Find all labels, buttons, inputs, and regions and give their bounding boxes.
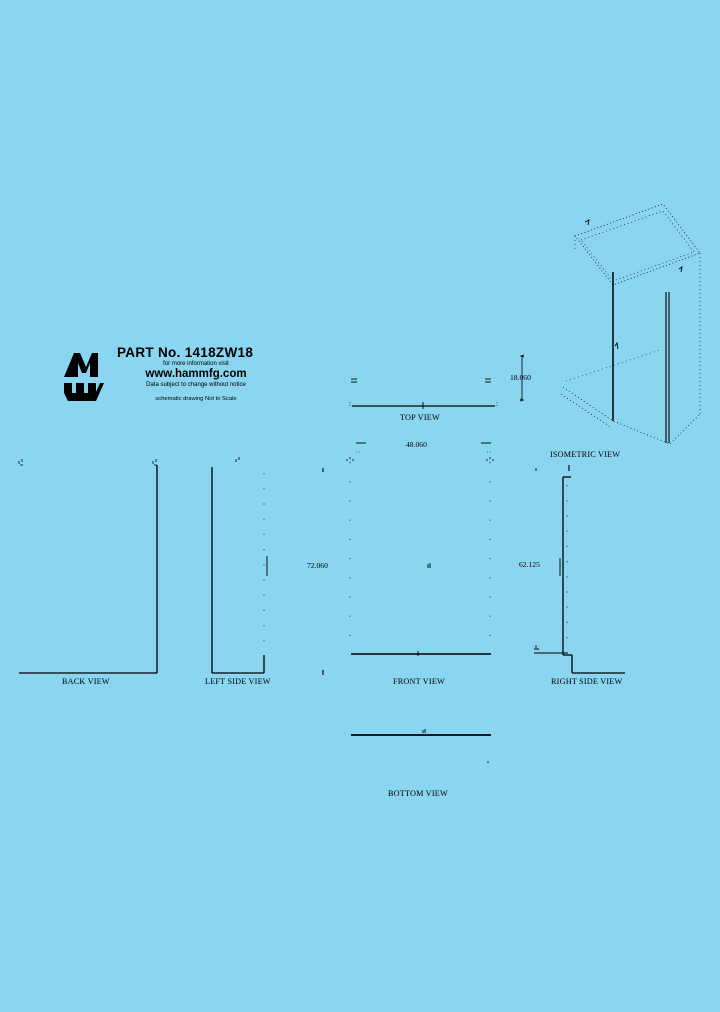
dimension-inner-height-62-125: 62.125 bbox=[519, 560, 540, 569]
hammond-mw-logo-icon bbox=[64, 353, 104, 401]
view-label-right-side: RIGHT SIDE VIEW bbox=[551, 677, 623, 686]
view-label-top: TOP VIEW bbox=[400, 413, 440, 422]
view-label-left-side: LEFT SIDE VIEW bbox=[205, 677, 271, 686]
right-side-view-geometry bbox=[534, 465, 625, 674]
back-view-geometry bbox=[18, 459, 158, 674]
view-label-isometric: ISOMETRIC VIEW bbox=[550, 450, 621, 459]
title-text-group: PART No. 1418ZW18 for more information v… bbox=[117, 345, 267, 404]
isometric-view-geometry bbox=[560, 203, 701, 445]
scale-note: schematic drawing Not to Scale bbox=[155, 396, 237, 402]
left-side-view-geometry bbox=[211, 457, 324, 675]
view-label-back: BACK VIEW bbox=[62, 677, 110, 686]
dimension-48-060 bbox=[356, 442, 491, 453]
top-view-geometry bbox=[349, 378, 498, 409]
dimension-depth-18-060: 18.060 bbox=[510, 373, 531, 382]
dimension-height-72-060: 72.060 bbox=[307, 561, 328, 570]
view-label-bottom: BOTTOM VIEW bbox=[388, 789, 448, 798]
view-label-front: FRONT VIEW bbox=[393, 677, 445, 686]
part-number-line: PART No. 1418ZW18 bbox=[117, 345, 254, 360]
dimension-width-48-060: 48.060 bbox=[406, 440, 427, 449]
front-view-geometry bbox=[346, 457, 494, 656]
disclaimer-notice: Data subject to change without notice bbox=[146, 382, 246, 388]
website-link[interactable]: www.hammfg.com bbox=[145, 368, 247, 380]
bottom-view-geometry bbox=[351, 729, 491, 763]
info-line: for more information visit bbox=[163, 361, 229, 367]
